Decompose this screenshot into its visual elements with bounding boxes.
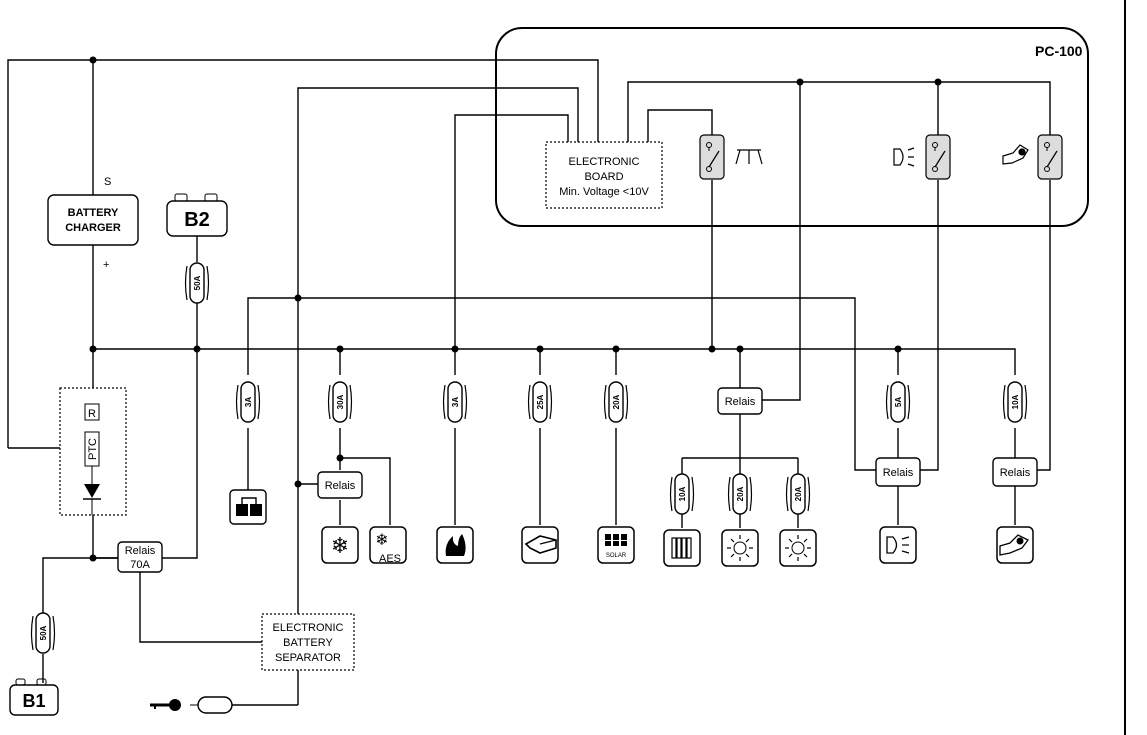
radiator-icon [663,529,701,567]
relay-70a: Relais 70A [117,541,163,573]
svg-text:50A: 50A [39,625,48,640]
key-icon [150,696,233,714]
switch-icon[interactable] [925,134,951,180]
step-icon [521,526,559,564]
svg-text:Relais: Relais [883,467,914,479]
svg-text:CHARGER: CHARGER [65,222,121,234]
svg-text:Relais: Relais [725,396,756,408]
svg-text:30A: 30A [336,394,345,409]
diode-icon [83,466,101,515]
pc100-panel [495,27,1089,227]
flame-icon [436,526,474,564]
svg-text:SOLAR: SOLAR [606,553,627,559]
electronic-board: ELECTRONIC BOARD Min. Voltage <10V [545,141,663,209]
svg-text:SEPARATOR: SEPARATOR [275,652,341,664]
water-pump-icon [1002,144,1029,165]
panel-title: PC-100 [1035,43,1083,59]
svg-text:20A: 20A [794,486,803,501]
switch-icon[interactable] [1037,134,1063,180]
svg-text:BATTERY: BATTERY [283,637,333,649]
svg-text:B1: B1 [22,691,45,711]
svg-text:BATTERY: BATTERY [68,207,119,219]
svg-text:R: R [88,408,96,420]
ptc-module: R PTC [59,387,127,516]
svg-text:Min. Voltage <10V: Min. Voltage <10V [559,186,649,198]
relay-fridge: Relais [317,471,363,499]
snowflake-icon: ❄ AES [369,526,407,565]
svg-text:50A: 50A [193,275,202,290]
svg-text:S: S [104,176,111,188]
svg-text:3A: 3A [451,397,460,407]
relay-light: Relais [875,457,921,487]
lamp-icon [779,529,817,567]
ceiling-lamp-icon [735,149,763,165]
svg-text:❄: ❄ [375,530,388,549]
relay-pump: Relais [992,457,1038,487]
svg-text:B2: B2 [184,209,210,231]
battery-b2: B2 [166,193,228,237]
svg-text:5A: 5A [894,397,903,407]
solar-panel-icon: SOLAR [597,526,635,564]
svg-text:ELECTRONIC: ELECTRONIC [569,156,640,168]
svg-text:PTC: PTC [87,438,99,460]
svg-text:BOARD: BOARD [584,171,623,183]
svg-text:70A: 70A [130,559,150,571]
battery-charger: S BATTERY CHARGER + [47,176,139,271]
relay-central: Relais [717,387,763,415]
svg-text:10A: 10A [678,486,687,501]
headlight-icon [893,147,915,167]
svg-text:Relais: Relais [325,480,356,492]
svg-text:+: + [103,259,109,271]
svg-text:3A: 3A [244,397,253,407]
svg-text:20A: 20A [736,486,745,501]
svg-text:10A: 10A [1011,394,1020,409]
switch-icon[interactable] [699,134,725,180]
svg-text:AES: AES [379,553,401,565]
svg-text:Relais: Relais [125,545,156,557]
svg-text:25A: 25A [536,394,545,409]
svg-text:❄: ❄ [331,534,349,559]
water-pump-icon [996,526,1034,564]
battery-icon [229,489,267,525]
headlight-icon [879,526,917,564]
svg-text:Relais: Relais [1000,467,1031,479]
battery-b1: B1 [9,678,59,716]
electronic-battery-separator: ELECTRONIC BATTERY SEPARATOR [261,613,355,671]
svg-text:ELECTRONIC: ELECTRONIC [273,622,344,634]
snowflake-icon: ❄ [321,526,359,564]
junction-dots [89,56,942,562]
svg-text:20A: 20A [612,394,621,409]
lamp-icon [721,529,759,567]
